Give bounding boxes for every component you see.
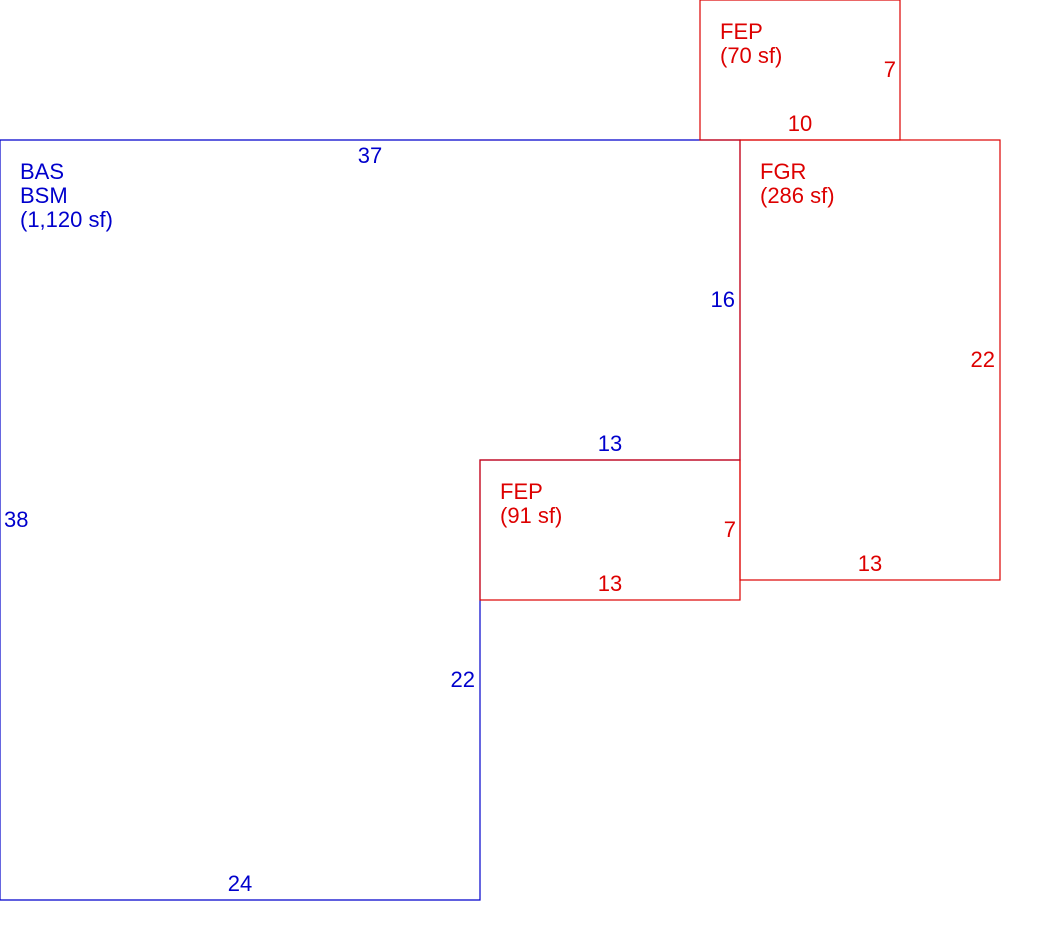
middle-porch-code: FEP (500, 479, 543, 504)
garage-code: FGR (760, 159, 806, 184)
main-area-code-2: BSM (20, 183, 68, 208)
main-living-area-outline (0, 139, 741, 901)
garage-outline (739, 139, 1001, 581)
main-dim-bottom: 24 (228, 871, 252, 896)
garage-dim-bottom: 13 (858, 551, 882, 576)
middle-porch-dim-right: 7 (724, 517, 736, 542)
garage-size: (286 sf) (760, 183, 835, 208)
main-dim-notch-top: 13 (598, 431, 622, 456)
main-area-code-1: BAS (20, 159, 64, 184)
middle-porch-size: (91 sf) (500, 503, 562, 528)
middle-porch-outline (479, 459, 741, 601)
middle-porch-dim-bottom: 13 (598, 571, 622, 596)
main-dim-top: 37 (358, 143, 382, 168)
main-area-size: (1,120 sf) (20, 207, 113, 232)
garage-dim-right: 22 (971, 347, 995, 372)
top-porch-dim-right: 7 (884, 57, 896, 82)
main-dim-left: 38 (4, 507, 28, 532)
top-porch-size: (70 sf) (720, 43, 782, 68)
top-porch-dim-bottom: 10 (788, 111, 812, 136)
main-dim-right-lower: 22 (451, 667, 475, 692)
top-porch-code: FEP (720, 19, 763, 44)
main-dim-right-upper: 16 (711, 287, 735, 312)
